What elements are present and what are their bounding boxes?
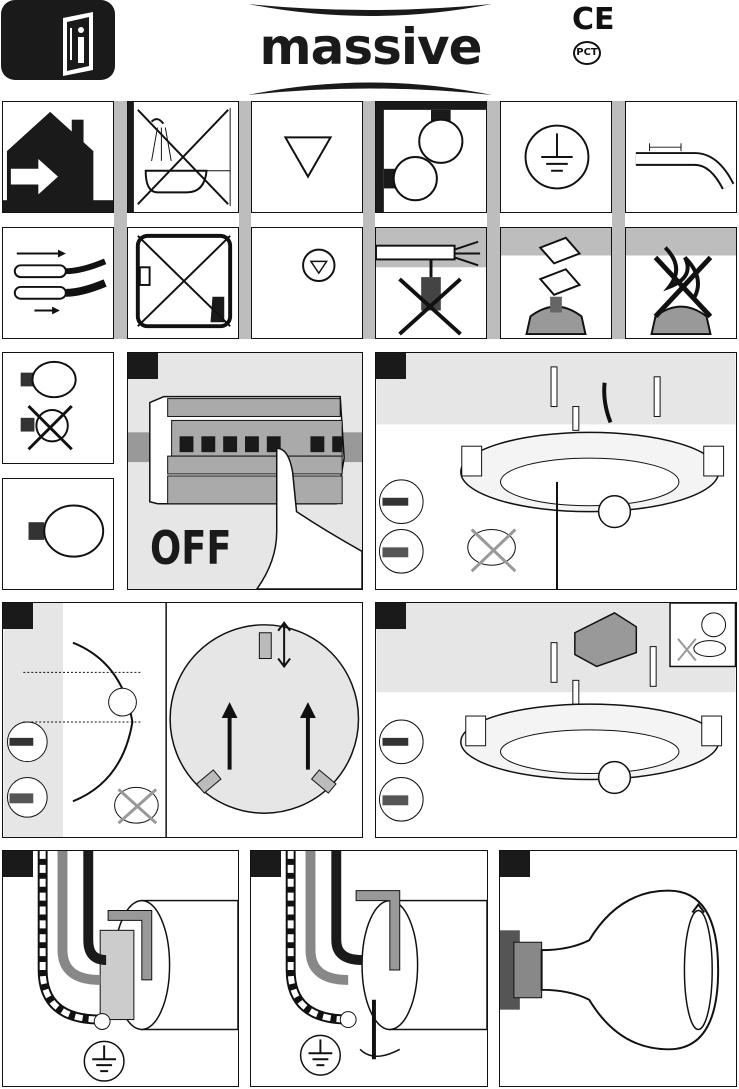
icon-earth	[500, 101, 612, 213]
icon-no-tangled-wires	[625, 227, 737, 339]
step-number-badge	[128, 353, 158, 379]
icon-lamp-type	[251, 227, 363, 339]
step-3-side-mount-orientation	[2, 602, 363, 838]
icon-wire-connection	[2, 227, 114, 339]
icon-no-dimmer	[127, 227, 239, 339]
manual-book-icon	[1, 0, 115, 80]
icon-no-drill-cable	[375, 227, 487, 339]
step-number-badge	[251, 851, 281, 877]
step-number-badge	[376, 603, 406, 629]
pct-mark: PCT	[573, 41, 601, 65]
icon-no-bathroom	[127, 101, 239, 213]
step-number-badge	[500, 851, 530, 877]
icon-strip-wire	[625, 101, 737, 213]
ce-mark: CE	[572, 2, 615, 37]
separator-strip	[114, 101, 127, 339]
step-4-mount-with-junction-box	[375, 602, 737, 838]
icon-bulb-orientation	[375, 101, 487, 213]
step-5-connect-earth-wire	[2, 850, 239, 1087]
separator-strip	[363, 101, 375, 339]
icon-bulb-correct	[2, 478, 114, 590]
separator-strip	[487, 101, 500, 339]
step-6-tighten-terminal-screws	[250, 850, 488, 1087]
brand-logo	[245, 0, 495, 98]
separator-strip	[612, 101, 625, 339]
step-number-badge	[3, 603, 33, 629]
off-label: OFF	[150, 521, 232, 575]
step-number-badge	[3, 851, 33, 877]
step-2-mount-bracket-ceiling	[375, 352, 737, 590]
icon-correct-wiring-in-canopy	[500, 227, 612, 339]
step-7-screw-in-bulb	[499, 850, 737, 1087]
step-number-badge	[376, 353, 406, 379]
brand-name: massive	[259, 18, 482, 76]
separator-strip	[239, 101, 251, 339]
step-1-switch-off-power: OFF	[127, 352, 363, 590]
icon-bulb-wrong	[2, 352, 114, 464]
icon-indoor-use	[2, 101, 114, 213]
icon-class-triangle	[251, 101, 363, 213]
